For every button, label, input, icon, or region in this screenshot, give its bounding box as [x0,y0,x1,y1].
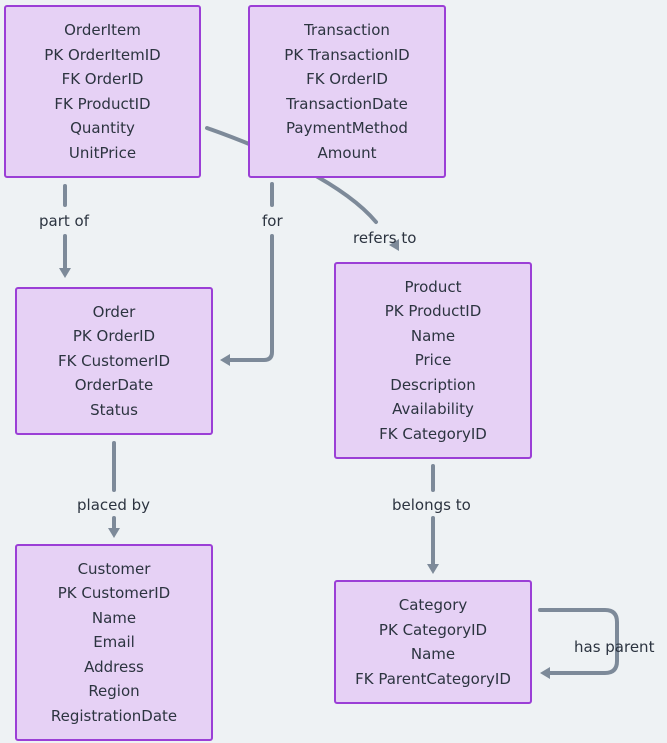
entity-title: Transaction [304,21,390,39]
entity-field: Availability [392,400,474,419]
arrowhead-belongs-to [427,564,439,574]
arrowhead-refers-to [389,239,399,251]
entity-field: FK ParentCategoryID [355,669,511,688]
entity-product: Product PK ProductID Name Price Descript… [334,262,532,459]
entity-field: FK CustomerID [57,351,171,370]
entity-title: Order [92,302,136,321]
entity-order-item: OrderItem PK OrderItemID FK OrderID FK P… [4,5,201,178]
relation-label-has-parent: has parent [574,638,655,656]
entity-field: Description [390,375,476,394]
relation-label-for: for [262,212,283,230]
relation-label-refers-to: refers to [353,229,417,247]
entity-field: Amount [317,143,377,162]
arrowhead-placed-by [108,528,120,538]
arrowhead-part-of [59,268,71,278]
edge-has-parent [538,608,619,675]
entity-category: Category PK CategoryID Name FK ParentCat… [334,580,532,704]
relation-label-belongs-to: belongs to [392,496,471,514]
entity-title: Category [398,596,468,614]
entity-field: FK OrderID [61,70,144,88]
entity-field: OrderDate [74,376,154,395]
entity-field: PK OrderItemID [44,45,161,64]
entity-field: RegistrationDate [50,706,178,725]
entity-transaction: Transaction PK TransactionID FK OrderID … [248,5,446,178]
entity-title: Customer [77,559,151,578]
entity-order: Order PK OrderID FK CustomerID OrderDate… [15,287,213,435]
entity-field: PK TransactionID [284,45,410,64]
entity-field: FK CategoryID [379,424,487,443]
edge-for [228,182,274,362]
entity-field: Name [410,326,456,345]
entity-field: Quantity [70,119,135,137]
entity-field: Region [88,682,140,701]
entity-field: Status [90,400,138,419]
entity-field: PK CustomerID [57,584,171,603]
entity-title: OrderItem [64,21,141,39]
entity-field: Address [84,657,144,676]
relation-label-part-of: part of [39,212,89,230]
entity-field: TransactionDate [286,94,408,113]
entity-field: FK OrderID [306,70,388,88]
entity-field: PK CategoryID [378,620,488,639]
entity-field: Price [414,351,452,370]
entity-customer: Customer PK CustomerID Name Email Addres… [15,544,213,741]
entity-field: PK ProductID [384,302,482,321]
entity-title: Product [404,277,462,296]
arrowhead-has-parent [540,667,550,679]
arrowhead-for [220,354,230,366]
entity-field: Email [93,633,135,652]
entity-field: Name [410,645,456,663]
entity-field: PK OrderID [72,327,156,346]
entity-field: PaymentMethod [286,119,408,137]
entity-field: FK ProductID [54,94,151,113]
relation-label-placed-by: placed by [77,496,151,514]
entity-field: UnitPrice [68,143,137,162]
entity-field: Name [91,608,137,627]
